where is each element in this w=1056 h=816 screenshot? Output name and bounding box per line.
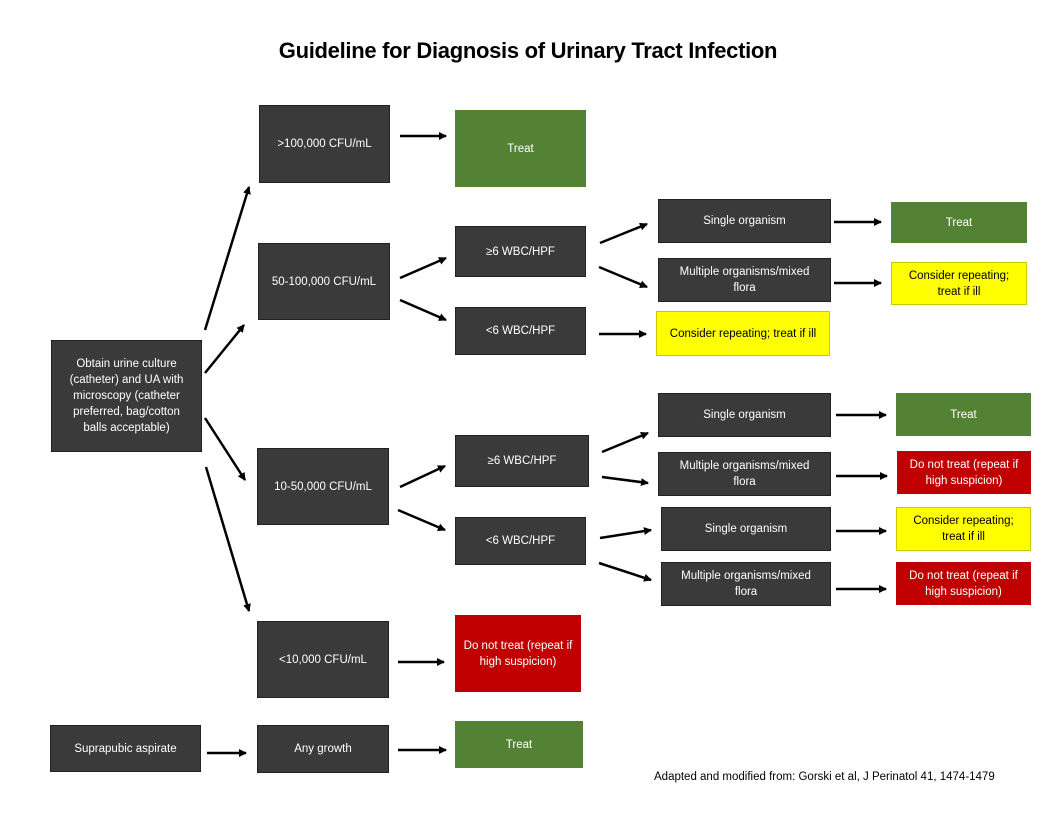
arrow-10-50k-to-ge6 bbox=[399, 464, 446, 489]
arrow-start-to-50-100k bbox=[204, 324, 245, 374]
outcome-treat-single-1: Treat bbox=[891, 202, 1027, 243]
node-multiple-organisms-3: Multiple organisms/mixed flora bbox=[661, 562, 831, 606]
arrow-lt6-lower-to-single bbox=[599, 527, 652, 540]
node-lt-10k: <10,000 CFU/mL bbox=[257, 621, 389, 698]
node-wbc-lt6-lower: <6 WBC/HPF bbox=[455, 517, 586, 565]
node-10-50k: 10-50,000 CFU/mL bbox=[257, 448, 389, 525]
arrow-start-to-gt100k bbox=[203, 186, 251, 331]
node-wbc-ge6-upper: ≥6 WBC/HPF bbox=[455, 226, 586, 277]
outcome-treat-single-2: Treat bbox=[896, 393, 1031, 436]
node-single-organism-2: Single organism bbox=[658, 393, 831, 437]
arrow-start-to-10-50k bbox=[203, 417, 247, 481]
node-wbc-lt6-upper: <6 WBC/HPF bbox=[455, 307, 586, 355]
node-multiple-organisms-1: Multiple organisms/mixed flora bbox=[658, 258, 831, 302]
arrow-lt6-lower-to-multiple bbox=[598, 561, 652, 582]
arrow-50-100k-to-lt6 bbox=[399, 298, 447, 322]
outcome-treat-any-growth: Treat bbox=[455, 721, 583, 768]
arrow-ge6-lower-to-single bbox=[601, 431, 649, 454]
arrow-ge6-upper-to-single bbox=[599, 222, 648, 245]
outcome-consider-multiple-1: Consider repeating; treat if ill bbox=[891, 262, 1027, 305]
start-node-urine-culture: Obtain urine culture (catheter) and UA w… bbox=[51, 340, 202, 452]
node-single-organism-1: Single organism bbox=[658, 199, 831, 243]
arrow-ge6-upper-to-multiple bbox=[598, 265, 648, 289]
node-multiple-organisms-2: Multiple organisms/mixed flora bbox=[658, 452, 831, 496]
node-wbc-ge6-lower: ≥6 WBC/HPF bbox=[455, 435, 589, 487]
arrow-50-100k-to-ge6 bbox=[399, 256, 447, 280]
node-50-100k: 50-100,000 CFU/mL bbox=[258, 243, 390, 320]
outcome-do-not-treat-multiple-2: Do not treat (repeat if high suspicion) bbox=[897, 451, 1031, 494]
node-gt-100k: >100,000 CFU/mL bbox=[259, 105, 390, 183]
outcome-do-not-treat-lt-10k: Do not treat (repeat if high suspicion) bbox=[455, 615, 581, 692]
node-any-growth: Any growth bbox=[257, 725, 389, 773]
outcome-consider-lt6-upper: Consider repeating; treat if ill bbox=[656, 311, 830, 356]
source-credit: Adapted and modified from: Gorski et al,… bbox=[654, 771, 995, 783]
outcome-do-not-treat-multiple-3: Do not treat (repeat if high suspicion) bbox=[896, 562, 1031, 605]
page-title: Guideline for Diagnosis of Urinary Tract… bbox=[278, 38, 778, 63]
start-node-suprapubic: Suprapubic aspirate bbox=[50, 725, 201, 772]
arrow-10-50k-to-lt6 bbox=[397, 508, 446, 532]
node-single-organism-3: Single organism bbox=[661, 507, 831, 551]
arrow-ge6-lower-to-multiple bbox=[601, 475, 649, 487]
arrow-start-to-lt10k bbox=[204, 466, 251, 612]
outcome-consider-single-3: Consider repeating; treat if ill bbox=[896, 507, 1031, 551]
outcome-treat-gt-100k: Treat bbox=[455, 110, 586, 187]
